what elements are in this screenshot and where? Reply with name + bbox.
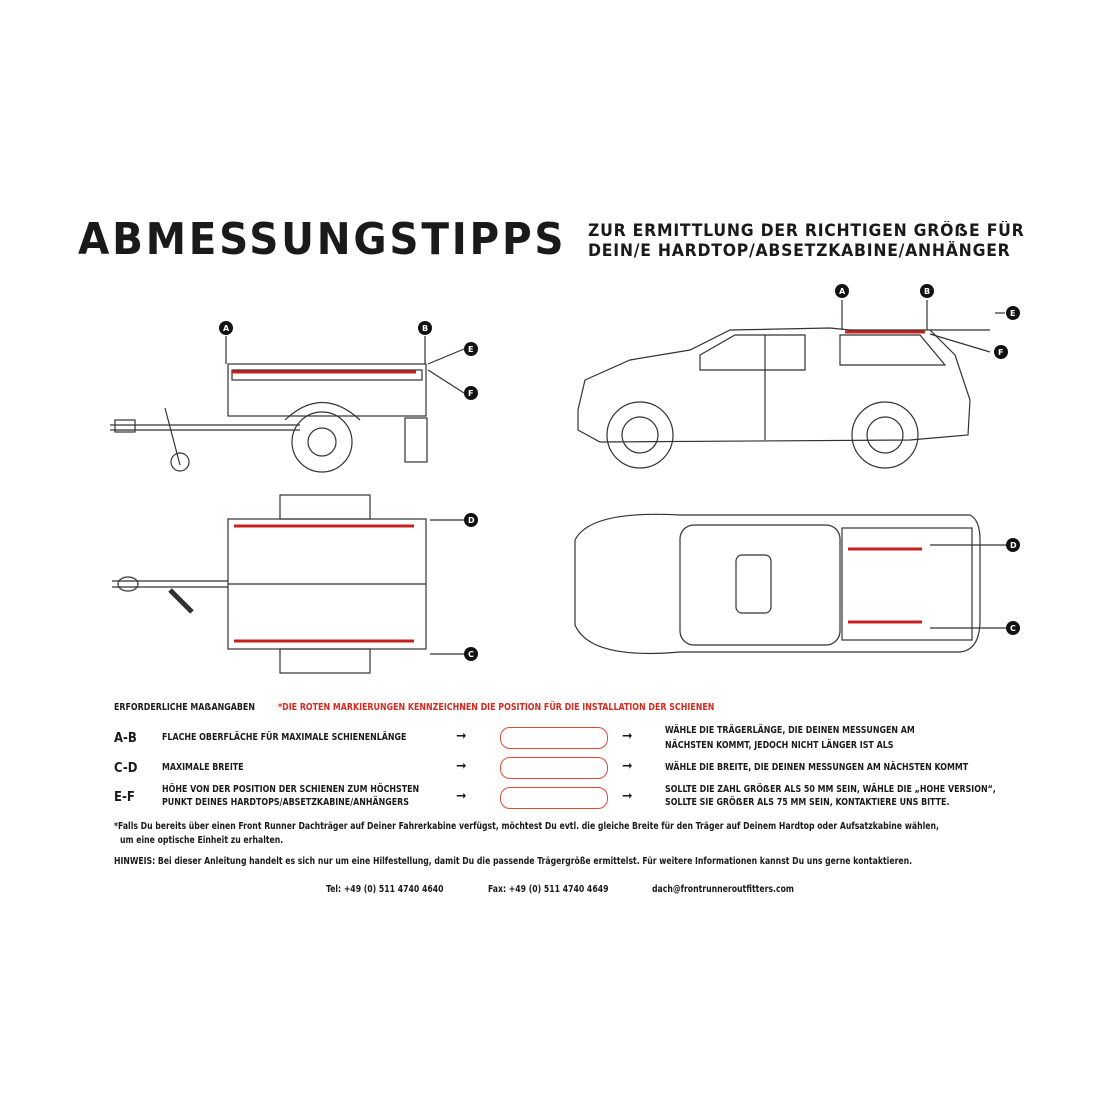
requirements-heading: ERFORDERLICHE MAẞANGABEN [114, 702, 255, 713]
footnote-line-1: *Falls Du bereits über einen Front Runne… [114, 821, 939, 832]
code-a-b: A-B [114, 731, 137, 746]
svg-text:F: F [468, 389, 473, 398]
svg-text:C: C [468, 650, 474, 659]
svg-text:E: E [468, 345, 473, 354]
label-e-f-1: HÖHE VON DER POSITION DER SCHIENEN ZUM H… [162, 784, 420, 795]
trailer-side-diagram [110, 363, 428, 473]
truck-side-diagram [577, 300, 991, 469]
hinweis-note: HINWEIS: Bei dieser Anleitung handelt es… [114, 856, 913, 867]
svg-text:F: F [998, 348, 1003, 357]
advice-e-f-1: SOLLTE DIE ZAHL GRÖẞER ALS 50 MM SEIN, W… [665, 784, 996, 795]
label-e-f-2: PUNKT DEINES HARDTOPS/ABSETZKABINE/ANHÄN… [162, 797, 409, 808]
svg-text:E: E [1010, 309, 1015, 318]
marker-labels: A B E F D C A B E F D C [219, 284, 1020, 661]
svg-text:B: B [924, 287, 930, 296]
label-c-d: MAXIMALE BREITE [162, 762, 244, 773]
svg-text:A: A [223, 324, 230, 333]
contact-fax: Fax: +49 (0) 511 4740 4649 [488, 884, 609, 895]
label-a-b: FLACHE OBERFLÄCHE FÜR MAXIMALE SCHIENENL… [162, 732, 407, 743]
arrow-icon: ➞ [622, 758, 633, 774]
trailer-top-diagram [112, 494, 466, 674]
arrow-icon: ➞ [456, 758, 467, 774]
svg-text:D: D [1010, 541, 1017, 550]
footnote-line-2: um eine optische Einheit zu erhalten. [120, 835, 284, 846]
advice-c-d: WÄHLE DIE BREITE, DIE DEINEN MESSUNGEN A… [665, 762, 969, 773]
contact-tel: Tel: +49 (0) 511 4740 4640 [326, 884, 444, 895]
advice-a-b-1: WÄHLE DIE TRÄGERLÄNGE, DIE DEINEN MESSUN… [665, 725, 915, 736]
code-c-d: C-D [114, 761, 138, 776]
diagrams: A B E F D C A B E F D C [110, 284, 1020, 674]
code-e-f: E-F [114, 790, 135, 805]
svg-text:C: C [1010, 624, 1016, 633]
arrow-icon: ➞ [456, 728, 467, 744]
arrow-icon: ➞ [456, 788, 467, 804]
c-d-measurement-input[interactable] [500, 757, 608, 779]
svg-text:A: A [839, 287, 846, 296]
arrow-icon: ➞ [622, 728, 633, 744]
subtitle-line-1: ZUR ERMITTLUNG DER RICHTIGEN GRÖẞE FÜR [588, 221, 1025, 240]
contact-email[interactable]: dach@frontrunneroutfitters.com [652, 884, 794, 895]
e-f-measurement-input[interactable] [500, 787, 608, 809]
advice-a-b-2: NÄCHSTEN KOMMT, JEDOCH NICHT LÄNGER IST … [665, 740, 894, 751]
a-b-measurement-input[interactable] [500, 727, 608, 749]
svg-text:D: D [468, 516, 475, 525]
svg-text:B: B [422, 324, 428, 333]
subtitle-line-2: DEIN/E HARDTOP/ABSETZKABINE/ANHÄNGER [588, 241, 1011, 260]
arrow-icon: ➞ [622, 788, 633, 804]
red-marking-note: *DIE ROTEN MARKIERUNGEN KENNZEICHNEN DIE… [278, 702, 715, 713]
advice-e-f-2: SOLLTE SIE GRÖẞER ALS 75 MM SEIN, KONTAK… [665, 797, 950, 808]
page-title: ABMESSUNGSTIPPS [78, 214, 567, 265]
truck-top-diagram [574, 513, 1006, 655]
